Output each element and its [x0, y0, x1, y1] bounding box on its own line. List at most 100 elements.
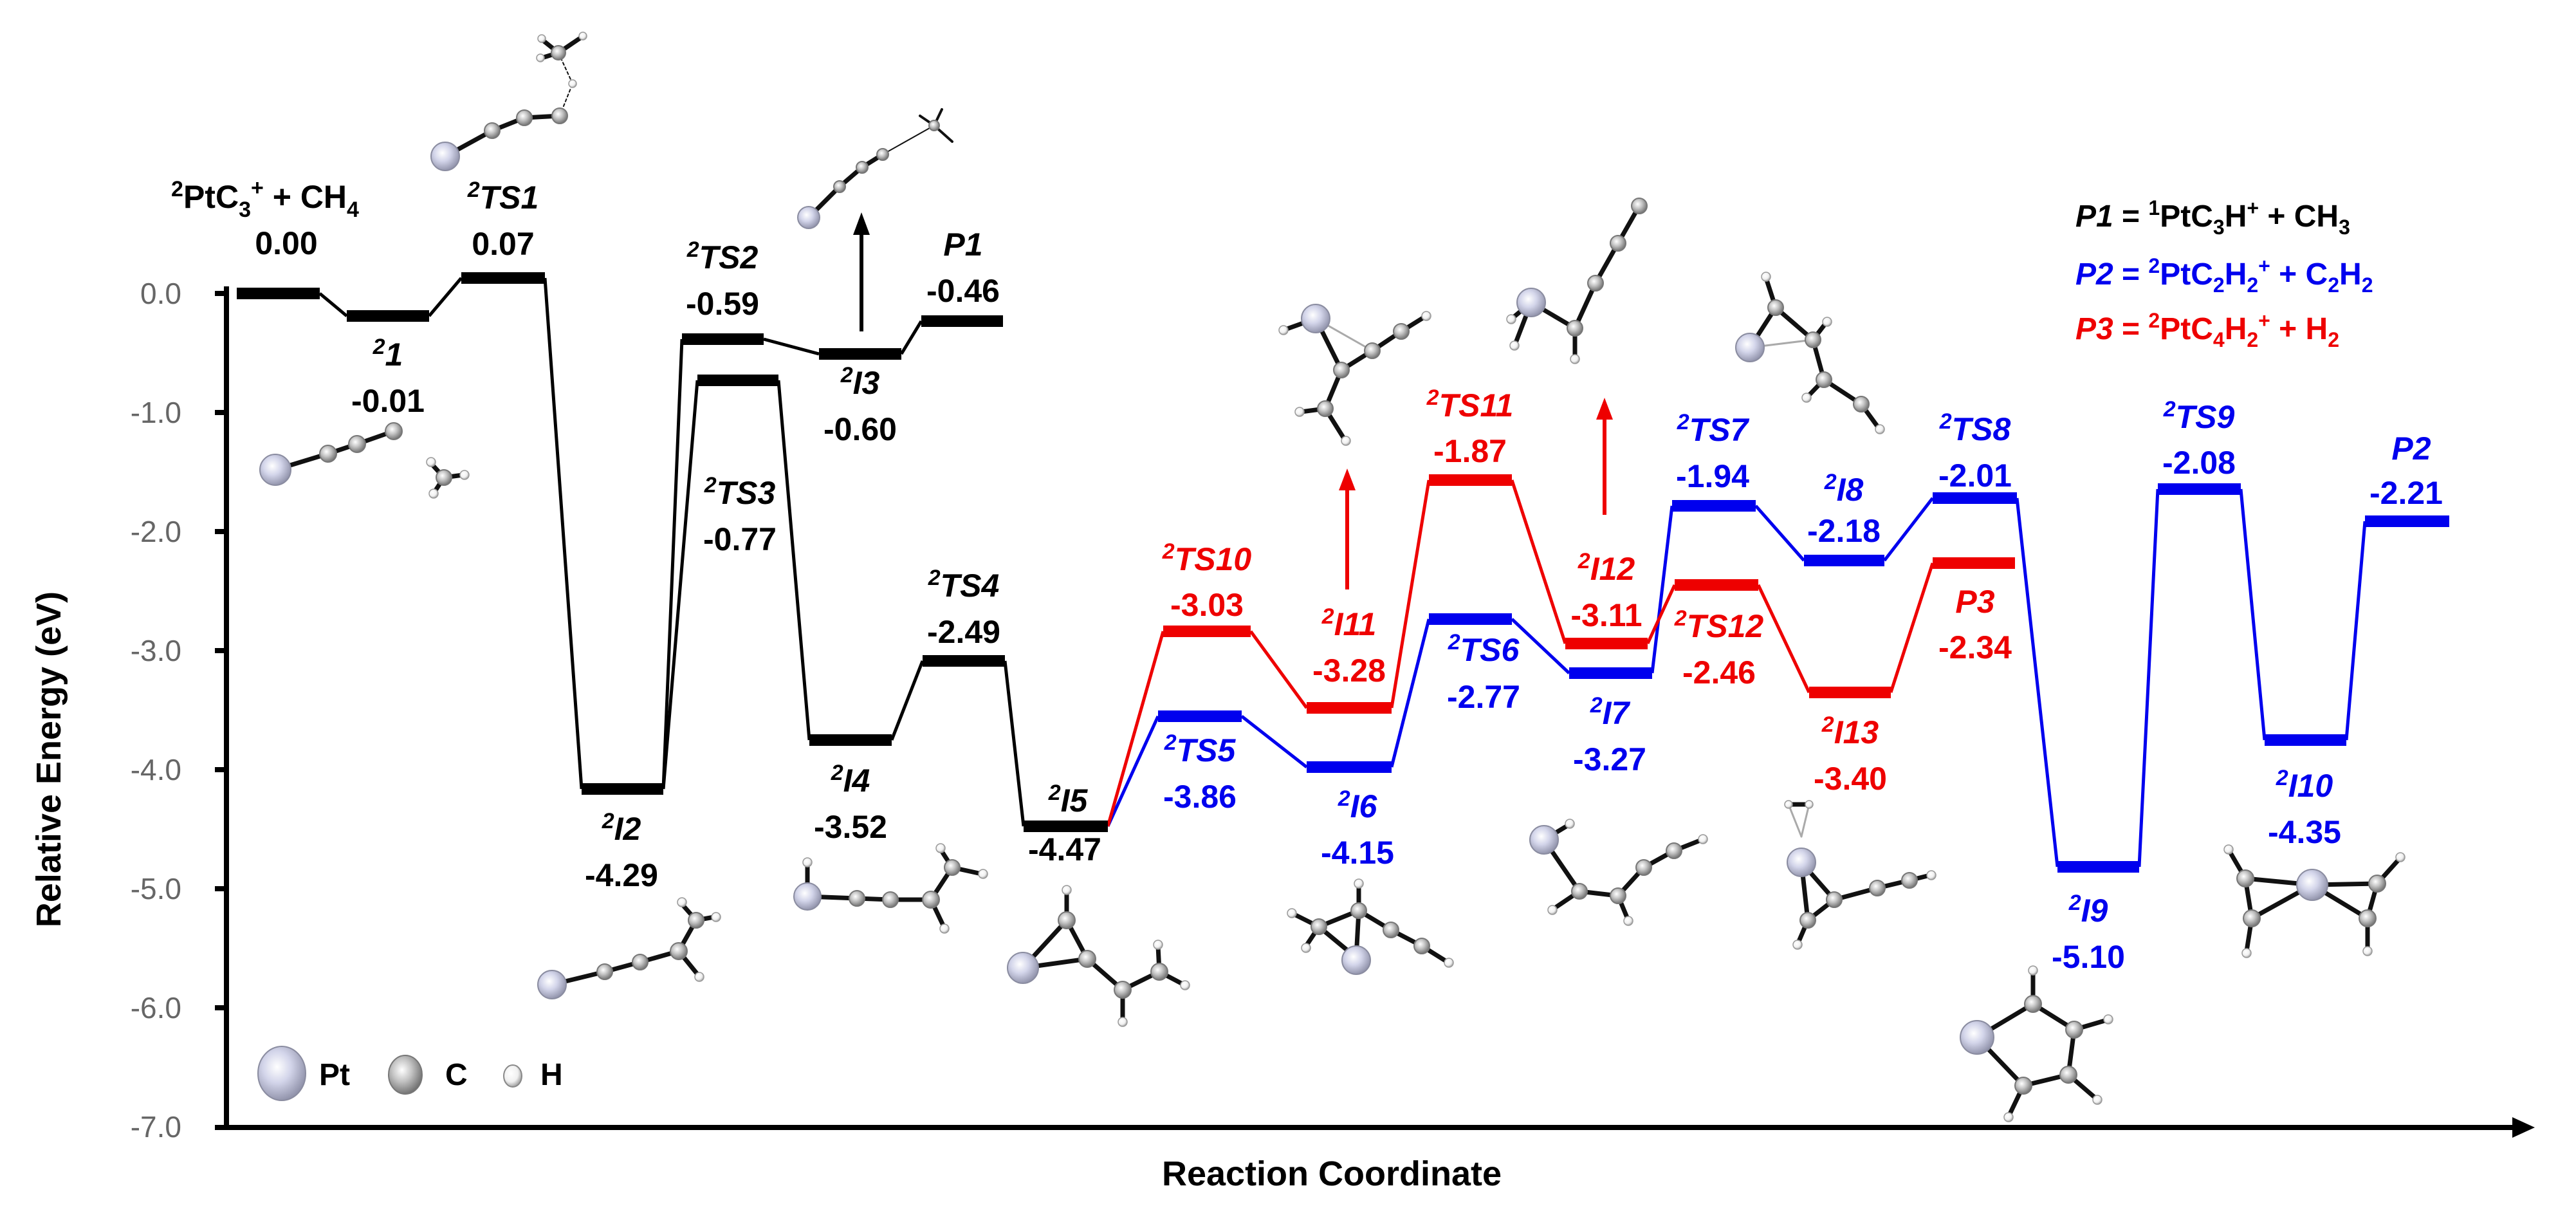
y-tick-label: 0.0 — [140, 277, 181, 310]
level-name-i8: 2I8 — [1824, 470, 1864, 508]
level-name-ts4: 2TS4 — [928, 566, 1000, 604]
level-name-i6: 2I6 — [1338, 786, 1378, 824]
level-name-ts7: 2TS7 — [1677, 410, 1750, 448]
product-legend: P1 = 1PtC3H+ + CH3 P2 = 2PtC2H2+ + C2H2 … — [2075, 196, 2373, 351]
y-axis-title: Relative Energy (eV) — [30, 591, 68, 927]
level-bar-i13 — [1809, 687, 1891, 698]
level-bar-i2 — [582, 783, 663, 795]
level-name-p2: P2 — [2391, 431, 2431, 467]
legend-p1: P1 = 1PtC3H+ + CH3 — [2075, 196, 2350, 239]
level-value-i6: -4.15 — [1321, 835, 1394, 871]
level-name-i12: 2I12 — [1578, 549, 1635, 587]
svg-text:H: H — [540, 1058, 563, 1092]
arrow-up-icon — [1339, 468, 1356, 490]
y-tick-label: -5.0 — [131, 872, 181, 905]
level-value-p3: -2.34 — [1938, 629, 2012, 665]
c-atom-icon — [388, 1055, 423, 1095]
y-tick-label: -1.0 — [131, 396, 181, 429]
level-value-i5: -4.47 — [1028, 831, 1101, 867]
level-value-i3: -0.60 — [823, 411, 897, 447]
y-tick-label: -6.0 — [131, 991, 181, 1025]
y-tick-labels: 0.0 -1.0 -2.0 -3.0 -4.0 -5.0 -6.0 -7.0 — [131, 277, 181, 1144]
level-value-i4: -3.52 — [814, 809, 887, 845]
level-name-i10: 2I10 — [2276, 766, 2333, 804]
molecule-ts1 — [430, 32, 587, 171]
level-bar-ts6 — [1429, 613, 1512, 625]
level-bar-ts9 — [2158, 483, 2241, 495]
atom-legend: Pt C H — [257, 1046, 563, 1101]
h-atom-icon — [503, 1064, 522, 1088]
molecule-i4 — [793, 843, 988, 934]
level-bar-i6 — [1307, 761, 1392, 773]
molecule-i3 — [797, 108, 953, 229]
molecule-i13 — [1784, 800, 1937, 950]
level-bar-ts12 — [1675, 579, 1758, 591]
level-bar-i12 — [1565, 638, 1648, 649]
level-name-ts11: 2TS11 — [1426, 385, 1514, 423]
y-tick-label: -2.0 — [131, 515, 181, 548]
level-value-ts11: -1.87 — [1433, 433, 1507, 469]
level-bar-i9 — [2057, 861, 2139, 873]
reactant-label: 2PtC3+ + CH4 — [171, 176, 359, 222]
level-bar-ts7 — [1672, 500, 1756, 512]
arrows — [853, 212, 1613, 589]
red-levels — [1163, 474, 2015, 714]
level-bar-i8 — [1804, 555, 1884, 566]
molecule-i7 — [1529, 819, 1708, 926]
level-name-i3: 2I3 — [840, 363, 880, 401]
level-value-ts7: -1.94 — [1676, 458, 1749, 494]
level-value-reactant: 0.00 — [255, 225, 317, 261]
level-value-i1: -0.01 — [351, 383, 425, 419]
blue-connectors — [1106, 488, 2367, 867]
y-tick-label: -3.0 — [131, 634, 181, 667]
level-name-ts10: 2TS10 — [1162, 539, 1252, 577]
level-value-ts12: -2.46 — [1682, 654, 1756, 691]
level-bar-i7 — [1569, 667, 1652, 679]
level-name-i9: 2I9 — [2068, 891, 2108, 929]
level-value-i11: -3.28 — [1312, 653, 1386, 689]
x-axis: Reaction Coordinate — [215, 1117, 2535, 1193]
level-bar-ts2 — [682, 333, 764, 345]
y-axis: 0.0 -1.0 -2.0 -3.0 -4.0 -5.0 -6.0 -7.0 R… — [30, 277, 229, 1144]
level-value-i8: -2.18 — [1807, 513, 1881, 549]
level-name-ts5: 2TS5 — [1164, 730, 1237, 768]
black-levels — [237, 272, 1108, 832]
level-bar-ts5 — [1158, 710, 1242, 722]
level-value-i2: -4.29 — [585, 857, 658, 893]
molecule-i5 — [1007, 885, 1190, 1027]
level-name-ts9: 2TS9 — [2163, 397, 2235, 435]
svg-text:Pt: Pt — [319, 1058, 350, 1092]
arrow-up-icon — [853, 212, 870, 235]
y-ticks — [215, 291, 226, 1010]
black-connectors — [318, 277, 1026, 827]
level-bar-p2 — [2365, 515, 2449, 527]
level-name-ts12: 2TS12 — [1674, 606, 1764, 644]
level-name-i11: 2I11 — [1321, 604, 1377, 642]
svg-text:C: C — [445, 1058, 468, 1092]
level-name-ts8: 2TS8 — [1939, 409, 2011, 447]
level-bar-i10 — [2265, 734, 2346, 746]
level-name-i7: 2I7 — [1590, 693, 1631, 731]
level-name-ts1: 2TS1 — [467, 178, 539, 216]
level-name-ts2: 2TS2 — [686, 237, 759, 275]
level-bar-ts3 — [697, 375, 778, 386]
molecule-i1 — [259, 422, 470, 499]
level-bar-ts8 — [1933, 492, 2017, 504]
level-labels: 2PtC3+ + CH4 0.00 21 -0.01 2TS1 0.07 2I2… — [171, 176, 2443, 975]
molecule-i9 — [1960, 965, 2113, 1122]
level-name-ts3: 2TS3 — [704, 473, 776, 511]
x-axis-title: Reaction Coordinate — [1162, 1154, 1502, 1193]
level-value-i9: -5.10 — [2052, 939, 2125, 975]
level-value-ts9: -2.08 — [2162, 445, 2236, 481]
level-value-ts5: -3.86 — [1163, 779, 1237, 815]
molecule-i10 — [2223, 844, 2406, 958]
level-name-i2: 2I2 — [602, 809, 641, 847]
y-tick-label: -4.0 — [131, 753, 181, 786]
level-bar-i3 — [819, 348, 901, 360]
level-value-ts1: 0.07 — [472, 226, 534, 262]
level-name-p3: P3 — [1955, 584, 1994, 620]
level-bar-p1 — [921, 315, 1003, 327]
molecule-i12 — [1506, 198, 1648, 364]
level-name-i4: 2I4 — [831, 761, 870, 799]
level-bar-i5 — [1024, 821, 1108, 832]
